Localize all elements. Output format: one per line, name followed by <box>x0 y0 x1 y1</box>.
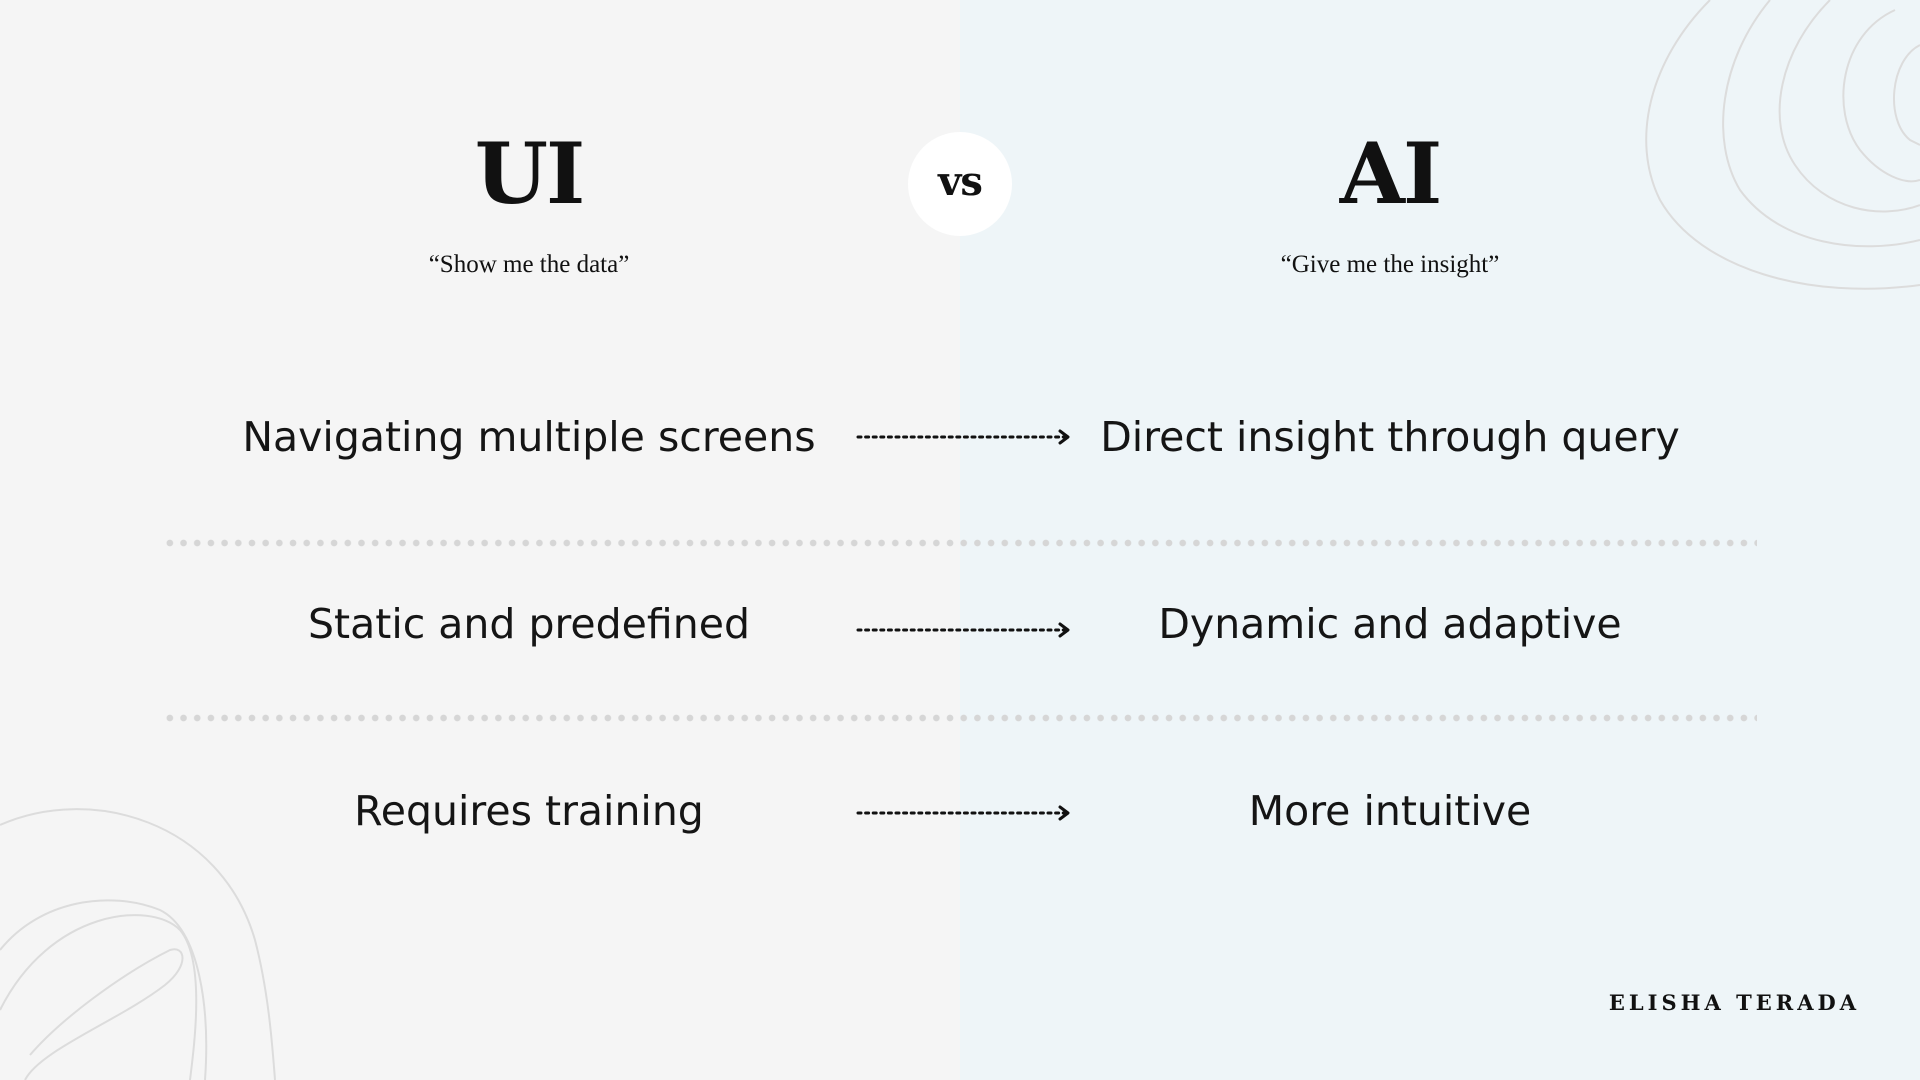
vs-badge: vs <box>908 132 1012 236</box>
dotted-divider <box>163 539 1757 547</box>
ui-subtitle: “Show me the data” <box>428 251 630 278</box>
dotted-divider <box>163 714 1757 722</box>
author-name: ELISHA TERADA <box>1608 990 1860 1015</box>
ai-subtitle: “Give me the insight” <box>1280 251 1500 278</box>
vs-label: vs <box>938 157 983 205</box>
dotted-arrow-right-icon <box>856 805 1070 821</box>
row-3-ai-text: More intuitive <box>1248 787 1532 835</box>
row-1-ai-text: Direct insight through query <box>1100 413 1680 461</box>
row-2-ui-text: Static and predefined <box>308 600 750 648</box>
row-2-ai-text: Dynamic and adaptive <box>1158 600 1622 648</box>
dotted-arrow-right-icon <box>856 429 1070 445</box>
row-1-ui-text: Navigating multiple screens <box>242 413 816 461</box>
dotted-arrow-right-icon <box>856 622 1070 638</box>
topographic-decoration-bottom-left <box>0 808 276 1080</box>
ai-title: AI <box>1339 124 1442 223</box>
row-3-ui-text: Requires training <box>354 787 704 835</box>
ui-title: UI <box>474 124 586 223</box>
